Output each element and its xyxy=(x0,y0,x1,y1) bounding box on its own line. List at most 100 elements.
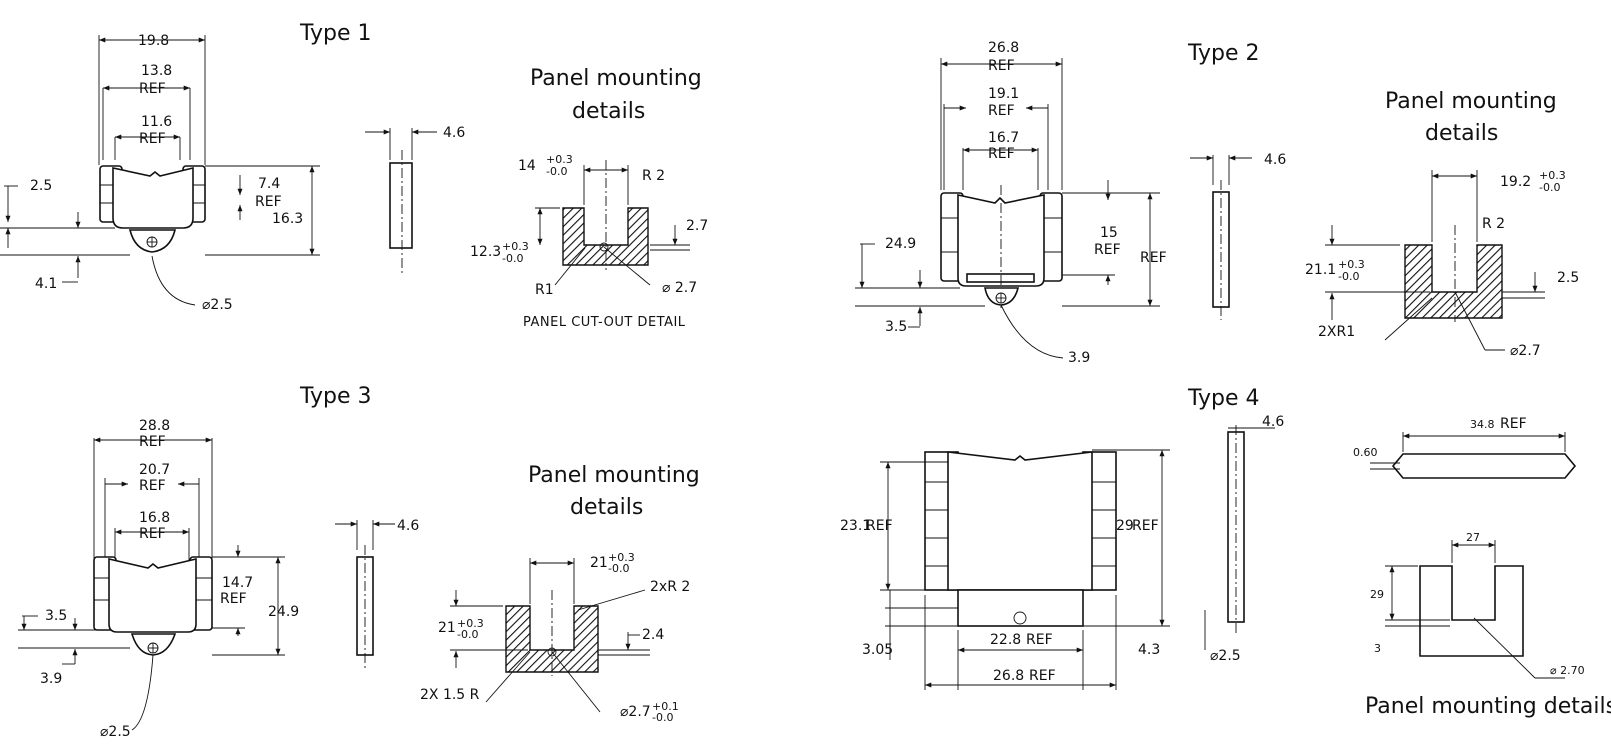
type2-dim-24.9: REF xyxy=(1140,250,1167,266)
type2-dim-15-ref: REF xyxy=(1094,242,1121,258)
type2-panel-width: 19.2 xyxy=(1500,174,1531,190)
type1-dim-7.4: 7.4 xyxy=(258,176,280,192)
type2-dim-26.8: 26.8 xyxy=(988,40,1019,56)
type1-dim-2.5: 2.5 xyxy=(30,178,52,194)
type4-dim-4.6: 4.6 xyxy=(1262,414,1284,430)
type4-panel-caption: Panel mounting details xyxy=(1365,694,1611,719)
type4-panel-hole: ⌀ 2.70 xyxy=(1550,664,1585,677)
type4-panel-slot: 27 xyxy=(1466,531,1480,544)
type3-dim-3.5: 3.5 xyxy=(45,608,67,624)
type3-panel-hole: ⌀2.7 xyxy=(620,704,651,720)
type2-dim-ref: REF xyxy=(988,58,1015,74)
type1-panel-height-tol-minus: -0.0 xyxy=(502,252,523,265)
type2-dim-19.1: 19.1 xyxy=(988,86,1019,102)
type3-group: Type 3 28.8 REF 20.7 REF 16.8 REF 24.9 xyxy=(18,384,700,740)
type3-dim-20.7: 20.7 xyxy=(139,462,170,478)
type3-panel-title-1: Panel mounting xyxy=(528,463,700,488)
type1-dim-4.1: 4.1 xyxy=(35,276,57,292)
type1-panel-r1: R1 xyxy=(535,282,554,298)
type2-panel-hole: ⌀2.7 xyxy=(1510,343,1541,359)
type2-dim-ref-2: REF xyxy=(988,103,1015,119)
type2-dim-3.5: 24.9 xyxy=(885,236,916,252)
type4-title: Type 4 xyxy=(1187,386,1260,411)
type3-dim-hole: ⌀2.5 xyxy=(100,724,131,740)
type2-panel-height-tol-plus: +0.3 xyxy=(1338,258,1365,271)
type1-panel-height-tol-plus: +0.3 xyxy=(502,240,529,253)
type4-dim-23.1-ref: REF xyxy=(866,518,893,534)
type3-panel-height-tol-plus: +0.3 xyxy=(457,617,484,630)
type1-group: Type 1 19.8 13.8 REF 11.6 REF 2.5 xyxy=(0,21,708,330)
type1-panel-height: 12.3 xyxy=(470,244,501,260)
type1-dim-19.8: 19.8 xyxy=(138,33,169,49)
type3-dim-ref-4: REF xyxy=(220,591,247,607)
type2-panel-radius: R 2 xyxy=(1482,216,1505,232)
type3-panel-tol-minus: -0.0 xyxy=(608,562,629,575)
type2-panel-thk: 2.5 xyxy=(1557,270,1579,286)
type3-dim-16.8: 16.8 xyxy=(139,510,170,526)
type3-panel-width: 21 xyxy=(590,555,608,571)
type1-dim-4.6: 4.6 xyxy=(443,125,465,141)
type3-panel-title-2: details xyxy=(570,495,643,520)
type3-dim-28.8: 28.8 xyxy=(139,418,170,434)
type2-dim-3.9: 3.5 xyxy=(885,319,907,335)
type1-panel-hole: ⌀ 2.7 xyxy=(662,280,697,296)
type4-panel-thk: 0.60 xyxy=(1353,446,1378,459)
type3-dim-3.9: 3.9 xyxy=(40,671,62,687)
type2-panel-r1: 2XR1 xyxy=(1318,324,1355,340)
type1-panel-radius: R 2 xyxy=(642,168,665,184)
type2-dim-hole: 3.9 xyxy=(1068,350,1090,366)
type3-panel-hole-tol-minus: -0.0 xyxy=(652,711,673,724)
type4-group: Type 4 23.1 REF 29 REF 3.05 22.8 REF xyxy=(840,386,1611,719)
type4-dim-29-ref: REF xyxy=(1132,518,1159,534)
type4-dim-22.8: 22.8 xyxy=(990,632,1021,648)
type1-panel-tol-minus: -0.0 xyxy=(546,165,567,178)
type1-title: Type 1 xyxy=(299,21,372,46)
type4-panel-width: 34.8 xyxy=(1470,418,1495,431)
type2-dim-15: 15 xyxy=(1100,225,1118,241)
type4-panel-width-ref: REF xyxy=(1500,416,1527,432)
type4-dim-hole: ⌀2.5 xyxy=(1210,648,1241,664)
type3-panel-radius: 2xR 2 xyxy=(650,579,690,595)
type1-panel-caption: PANEL CUT-OUT DETAIL xyxy=(523,315,686,330)
type4-dim-26.8-ref: REF xyxy=(1029,668,1056,684)
type2-dim-4.6: 4.6 xyxy=(1264,152,1286,168)
type2-title: Type 2 xyxy=(1187,41,1260,66)
type3-panel-r1: 2X 1.5 R xyxy=(420,687,480,703)
type3-dim-4.6: 4.6 xyxy=(397,518,419,534)
type1-dim-ref-3: REF xyxy=(255,194,282,210)
type3-panel-height-tol-minus: -0.0 xyxy=(457,628,478,641)
type2-group: Type 2 26.8 REF 19.1 REF 16.7 REF xyxy=(855,40,1579,366)
type3-dim-24.9: 24.9 xyxy=(268,604,299,620)
type2-panel-height: 21.1 xyxy=(1305,262,1336,278)
type1-panel-title-2: details xyxy=(572,99,645,124)
type3-title: Type 3 xyxy=(299,384,372,409)
type1-dim-hole: ⌀2.5 xyxy=(202,297,233,313)
type2-panel-tol-plus: +0.3 xyxy=(1539,169,1566,182)
type1-dim-16.3: 16.3 xyxy=(272,211,303,227)
type2-dim-16.7: 16.7 xyxy=(988,130,1019,146)
type1-dim-13.8: 13.8 xyxy=(141,63,172,79)
type4-dim-22.8-ref: REF xyxy=(1026,632,1053,648)
type1-dim-ref: REF xyxy=(139,81,166,97)
type3-panel-height: 21 xyxy=(438,620,456,636)
type2-panel-height-tol-minus: -0.0 xyxy=(1338,270,1359,283)
type3-dim-14.7: 14.7 xyxy=(222,575,253,591)
type1-dim-ref-2: REF xyxy=(139,131,166,147)
type2-panel-title-1: Panel mounting xyxy=(1385,89,1557,114)
type4-panel-height: 29 xyxy=(1370,588,1384,601)
type1-panel-width: 14 xyxy=(518,158,536,174)
type4-dim-26.8: 26.8 xyxy=(993,668,1024,684)
type2-panel-tol-minus: -0.0 xyxy=(1539,181,1560,194)
type3-dim-ref-2: REF xyxy=(139,478,166,494)
type1-panel-thk: 2.7 xyxy=(686,218,708,234)
type1-panel-tol-plus: +0.3 xyxy=(546,153,573,166)
type3-panel-hole-tol-plus: +0.1 xyxy=(652,700,679,713)
type4-dim-29: 29 xyxy=(1116,518,1134,534)
type2-panel-title-2: details xyxy=(1425,121,1498,146)
type3-panel-thk: 2.4 xyxy=(642,627,664,643)
type1-dim-11.6: 11.6 xyxy=(141,114,172,130)
type4-dim-4.3: 4.3 xyxy=(1138,642,1160,658)
type4-dim-3.05: 3.05 xyxy=(862,642,893,658)
type1-panel-title-1: Panel mounting xyxy=(530,66,702,91)
